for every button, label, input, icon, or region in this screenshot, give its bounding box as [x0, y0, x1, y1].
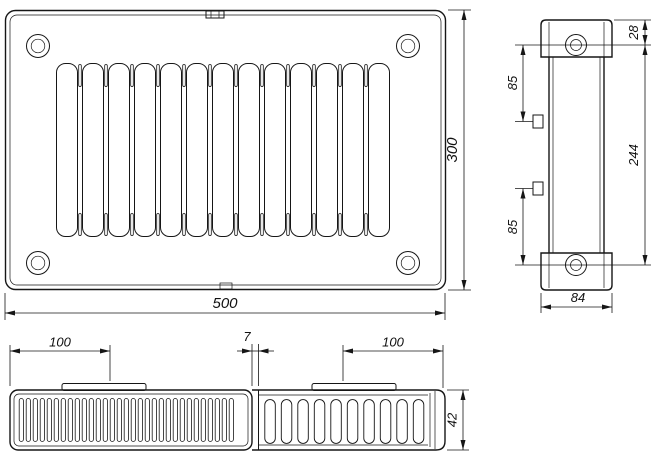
dim-top-left-margin: 100: [9, 335, 111, 386]
dim-side-depth-label: 84: [571, 290, 585, 305]
bracket-upper: [532, 114, 544, 129]
dim-side-pipe-spacing: 244: [626, 45, 648, 265]
convector-marks: [56, 63, 390, 237]
side-bottom-header: [540, 252, 613, 291]
side-top-header: [540, 19, 613, 58]
grille-inner-line: [13, 393, 249, 447]
corner-plug-bottom-right: [396, 251, 420, 275]
dim-top-left-margin-label: 100: [49, 335, 71, 350]
dim-top-right-margin: 100: [342, 335, 444, 388]
dim-side-bracket-lower-label: 85: [505, 219, 520, 234]
dim-side-bracket-lower: 85: [505, 188, 526, 265]
bottom-detail: [219, 282, 233, 290]
convector-outline: [252, 389, 446, 451]
dim-top-fin-height-label: 42: [445, 412, 460, 427]
grille-outline: [9, 389, 253, 451]
corner-plug-top-right: [396, 34, 420, 58]
dim-side-depth: 84: [540, 290, 613, 313]
front-inner-line: [9, 14, 442, 286]
dim-top-right-margin-label: 100: [382, 335, 404, 350]
dim-side-bracket-upper-label: 85: [505, 75, 520, 90]
dim-front-width: 500: [4, 293, 446, 320]
top-view: 100 7 100 42: [9, 329, 469, 451]
grille-slots: [18, 398, 235, 442]
dim-front-height-label: 300: [444, 137, 461, 163]
dim-side-pipe-spacing-label: 244: [626, 144, 641, 167]
front-outline: [4, 9, 447, 291]
dim-front-height: 300: [444, 9, 471, 291]
dim-front-width-label: 500: [212, 295, 238, 312]
air-vent: [205, 10, 225, 19]
bracket-lower: [532, 181, 544, 196]
dim-top-panel-thickness: 7: [237, 329, 274, 386]
dim-side-bracket-upper: 85: [505, 45, 526, 122]
side-view: 85 85 28 244 84: [505, 19, 651, 313]
dim-side-top-offset: 28: [614, 19, 651, 45]
dim-top-fin-height: 42: [445, 389, 469, 451]
dim-top-panel-thickness-label: 7: [243, 329, 251, 344]
corner-plug-top-left: [26, 34, 50, 58]
corner-plug-bottom-left: [26, 251, 50, 275]
front-view: 500 300: [4, 9, 471, 320]
convector-fins: [262, 399, 428, 444]
dim-side-top-offset-label: 28: [626, 25, 641, 41]
